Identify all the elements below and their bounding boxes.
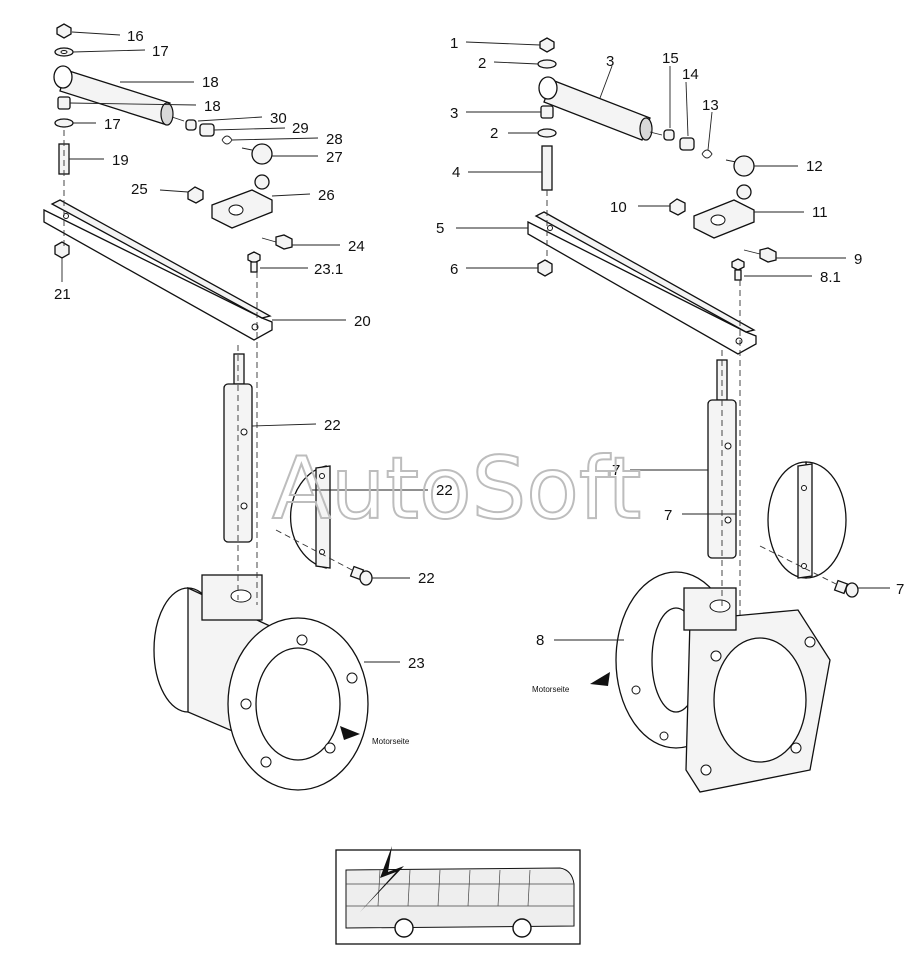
right-assembly: Motorseite 1 2 3 3 [436, 35, 904, 793]
label-16: 16 [127, 28, 144, 45]
cylinder-part-18 [53, 65, 185, 126]
nut-part-30 [185, 119, 197, 131]
spacer-part-3 [540, 105, 554, 119]
label-7-disc: 7 [664, 507, 672, 524]
sleeve-part-29 [199, 123, 215, 137]
washer-part-2 [537, 59, 557, 69]
washer-part-17-lower [54, 118, 74, 128]
label-21: 21 [54, 286, 71, 303]
label-7-shaft: 7 [612, 462, 620, 479]
valve-disc-part-22 [289, 465, 331, 569]
left-assembly: Motorseite 16 17 [43, 23, 453, 791]
lever-part-26 [211, 174, 273, 229]
label-20: 20 [354, 313, 371, 330]
shaft-part-7 [707, 359, 737, 559]
leader-lines-left [61, 31, 428, 663]
label-1: 1 [450, 35, 458, 52]
label-6: 6 [450, 261, 458, 278]
cylinder-part-3 [538, 76, 663, 141]
stud-part-19 [58, 143, 70, 175]
label-22-screw: 22 [418, 570, 435, 587]
motor-side-arrow-right [590, 672, 610, 686]
label-11: 11 [812, 204, 828, 221]
label-26: 26 [318, 187, 335, 204]
label-12: 12 [806, 158, 823, 175]
clip-part-13 [701, 149, 713, 159]
label-8-1: 8.1 [820, 269, 841, 286]
label-25: 25 [131, 181, 148, 198]
label-2-lower: 2 [490, 125, 498, 142]
leader-lines-right [456, 41, 890, 641]
spacer-part-18 [57, 96, 71, 110]
label-30: 30 [270, 110, 287, 127]
label-15: 15 [662, 50, 679, 67]
label-3: 3 [606, 53, 614, 70]
label-23: 23 [408, 655, 425, 672]
label-8: 8 [536, 632, 544, 649]
motor-side-arrow-left [340, 726, 360, 740]
clip-part-28 [221, 135, 233, 145]
label-9: 9 [854, 251, 862, 268]
label-23-1: 23.1 [314, 261, 343, 278]
screw-part-23-1 [247, 251, 261, 273]
screw-part-7 [833, 579, 859, 598]
ball-joint-part-27 [251, 143, 273, 165]
label-22-shaft: 22 [324, 417, 341, 434]
screw-part-8-1 [731, 258, 745, 281]
label-17: 17 [152, 43, 169, 60]
sleeve-part-14 [679, 137, 695, 151]
nut-part-15 [663, 129, 675, 141]
motor-side-label-left: Motorseite [372, 737, 410, 746]
valve-housing-part-23 [153, 574, 369, 791]
motor-side-label-right: Motorseite [532, 685, 570, 694]
ball-joint-part-12 [733, 155, 755, 177]
bus-location-thumbnail [335, 846, 581, 945]
label-18-spacer: 18 [204, 98, 221, 115]
watermark-text: AutoSoft [272, 439, 641, 539]
label-24: 24 [348, 238, 365, 255]
nut-part-6 [537, 259, 553, 277]
nut-part-21 [54, 241, 70, 259]
label-7-screw: 7 [896, 581, 904, 598]
part-numbers-left: 16 17 18 18 17 19 30 29 28 27 25 26 24 2… [54, 28, 453, 672]
label-27: 27 [326, 149, 343, 166]
shaft-part-22 [223, 353, 253, 543]
valve-disc-part-7 [767, 461, 847, 579]
rail-part-20 [43, 199, 273, 341]
label-28: 28 [326, 131, 343, 148]
label-2: 2 [478, 55, 486, 72]
label-29: 29 [292, 120, 309, 137]
label-17-lower: 17 [104, 116, 121, 133]
label-3-spacer: 3 [450, 105, 458, 122]
label-18: 18 [202, 74, 219, 91]
bolt-part-9 [743, 247, 777, 263]
label-14: 14 [682, 66, 699, 83]
stud-part-4 [541, 145, 553, 191]
washer-part-2-lower [537, 128, 557, 138]
screw-part-22 [349, 565, 373, 586]
lever-part-11 [693, 184, 755, 239]
label-13: 13 [702, 97, 719, 114]
label-5: 5 [436, 220, 444, 237]
rail-part-5 [527, 211, 757, 355]
nut-part-16 [56, 23, 72, 39]
nut-part-1 [539, 37, 555, 53]
valve-housing-part-8 [615, 571, 831, 793]
label-22-disc: 22 [436, 482, 453, 499]
part-numbers-right: 1 2 3 3 2 4 15 14 13 12 10 11 5 9 6 8.1 … [436, 35, 904, 649]
bolt-part-24 [261, 234, 293, 250]
label-4: 4 [452, 164, 460, 181]
nut-part-10 [669, 198, 686, 216]
label-19: 19 [112, 152, 129, 169]
nut-part-25 [187, 186, 204, 204]
label-10: 10 [610, 199, 627, 216]
